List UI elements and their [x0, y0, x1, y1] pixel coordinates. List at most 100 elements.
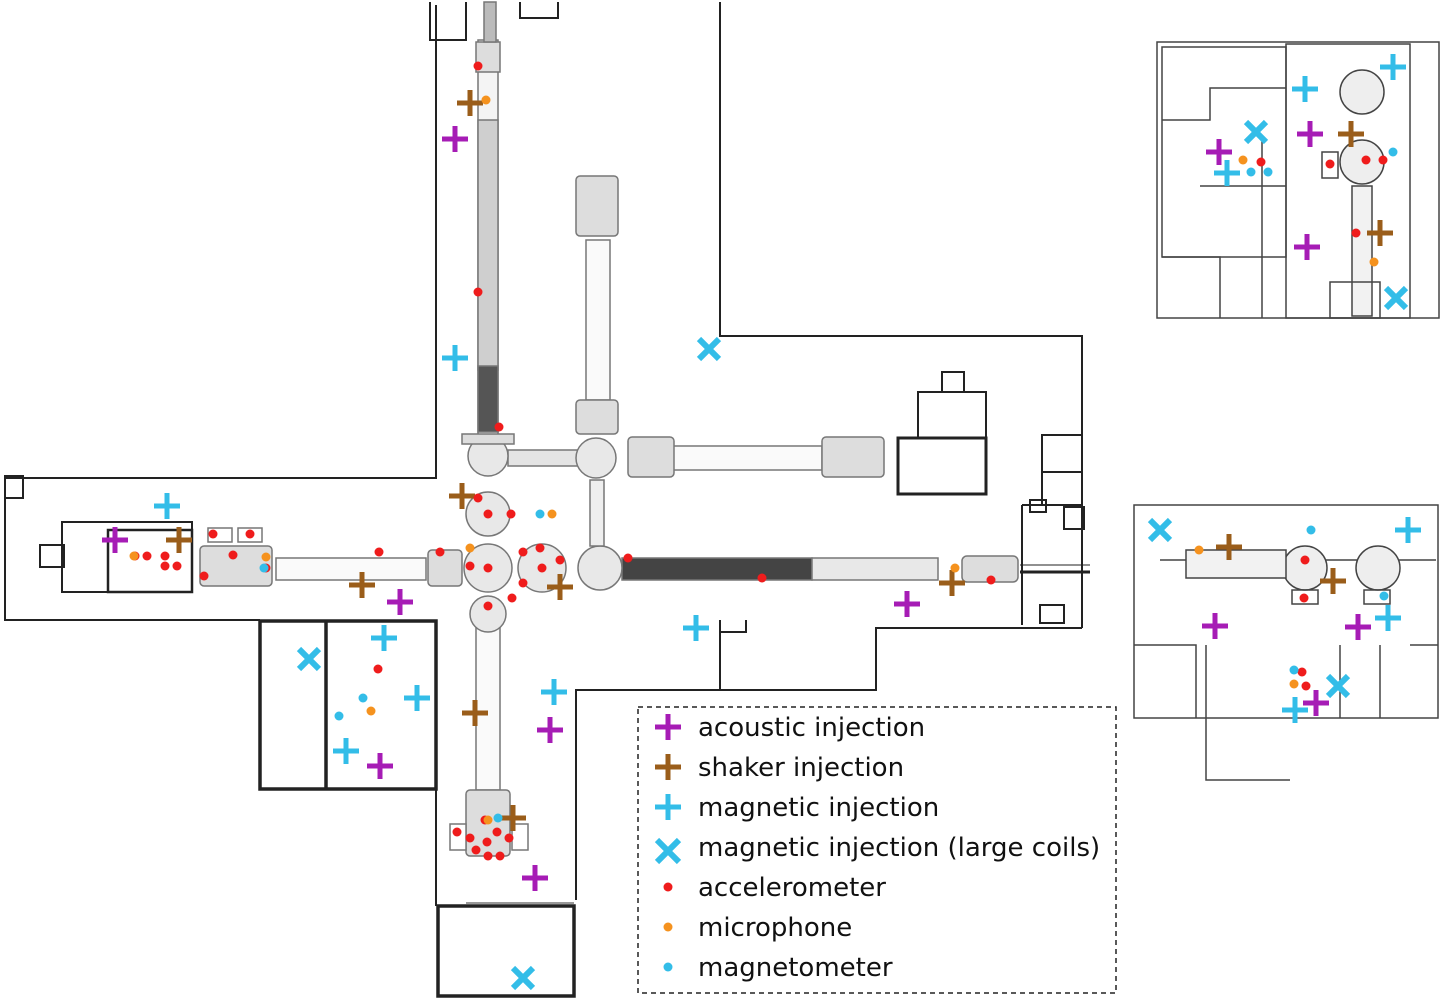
microphone-marker: [261, 552, 271, 562]
magnetometer-marker: [1263, 167, 1273, 177]
acoustic-injection-marker: [537, 717, 563, 743]
magnetic-injection-marker: [1395, 517, 1421, 543]
acoustic-injection-marker: [1294, 234, 1320, 260]
shaker-injection-marker: [939, 570, 965, 596]
accelerometer-marker: [623, 553, 633, 563]
magnetic-injection-marker: [442, 345, 468, 371]
legend-dot-icon: [663, 882, 673, 892]
large-coil-magnetic-injection-marker: [1383, 285, 1409, 311]
accelerometer-marker: [507, 593, 517, 603]
accelerometer-marker: [518, 578, 528, 588]
microphone-marker: [465, 543, 475, 553]
accelerometer-marker: [473, 61, 483, 71]
magnetic-injection-marker: [1375, 605, 1401, 631]
legend-x-icon: [654, 837, 682, 865]
acoustic-injection-marker: [387, 589, 413, 615]
shaker-injection-marker: [462, 700, 488, 726]
accelerometer-marker: [1301, 681, 1311, 691]
accelerometer-marker: [495, 851, 505, 861]
accelerometer-marker: [471, 845, 481, 855]
accelerometer-marker: [1297, 667, 1307, 677]
large-coil-magnetic-injection-marker: [1243, 119, 1269, 145]
acoustic-injection-marker: [102, 527, 128, 553]
inset-map-mid-right: [1133, 504, 1439, 781]
shaker-injection-marker: [1320, 568, 1346, 594]
vacuum-system: [199, 1, 1019, 857]
legend-label: magnetic injection: [698, 793, 939, 823]
accelerometer-marker: [465, 833, 475, 843]
shaker-injection-marker: [1216, 534, 1242, 560]
legend-label: magnetometer: [698, 953, 893, 983]
legend-dot-icon: [663, 922, 673, 932]
magnetometer-marker: [358, 693, 368, 703]
accelerometer-marker: [1361, 155, 1371, 165]
accelerometer-marker: [518, 547, 528, 557]
large-coil-magnetic-injection-marker: [696, 336, 722, 362]
acoustic-injection-marker: [1202, 613, 1228, 639]
microphone-marker: [483, 815, 493, 825]
shaker-injection-marker: [166, 527, 192, 553]
sensor-markers: [102, 54, 1421, 991]
acoustic-injection-marker: [442, 126, 468, 152]
microphone-marker: [1289, 679, 1299, 689]
acoustic-injection-marker: [1345, 614, 1371, 640]
magnetic-injection-marker: [1214, 160, 1240, 186]
accelerometer-marker: [374, 547, 384, 557]
accelerometer-marker: [757, 573, 767, 583]
acoustic-injection-marker: [894, 591, 920, 617]
magnetometer-marker: [535, 509, 545, 519]
magnetometer-marker: [1306, 525, 1316, 535]
accelerometer-marker: [1256, 157, 1266, 167]
legend: acoustic injection shaker injection magnet…: [637, 706, 1117, 994]
accelerometer-marker: [483, 851, 493, 861]
accelerometer-marker: [1325, 159, 1335, 169]
shaker-injection-marker: [349, 572, 375, 598]
legend-box: [637, 706, 1117, 994]
accelerometer-marker: [504, 833, 514, 843]
legend-item: magnetometer: [663, 953, 893, 983]
accelerometer-marker: [482, 837, 492, 847]
legend-item: microphone: [663, 913, 852, 943]
microphone-marker: [547, 509, 557, 519]
shaker-injection-marker: [1367, 220, 1393, 246]
accelerometer-marker: [537, 563, 547, 573]
shaker-injection-marker: [547, 574, 573, 600]
accelerometer-marker: [245, 529, 255, 539]
large-coil-magnetic-injection-marker: [1325, 673, 1351, 699]
magnetic-injection-marker: [333, 738, 359, 764]
accelerometer-marker: [435, 547, 445, 557]
rooms: [39, 371, 1090, 624]
microphone-marker: [366, 706, 376, 716]
acoustic-injection-marker: [522, 865, 548, 891]
accelerometer-marker: [492, 827, 502, 837]
acoustic-injection-marker: [1297, 121, 1323, 147]
magnetic-injection-marker: [154, 493, 180, 519]
magnetometer-marker: [1289, 665, 1299, 675]
acoustic-injection-marker: [1303, 690, 1329, 716]
accelerometer-marker: [494, 422, 504, 432]
legend-plus-icon: [655, 794, 681, 820]
magnetic-injection-marker: [541, 679, 567, 705]
legend-item: acoustic injection: [655, 713, 925, 743]
legend-label: magnetic injection (large coils): [698, 833, 1100, 863]
shaker-injection-marker: [449, 483, 475, 509]
accelerometer-marker: [373, 664, 383, 674]
acoustic-injection-marker: [367, 753, 393, 779]
microphone-marker: [1238, 155, 1248, 165]
accelerometer-marker: [483, 563, 493, 573]
accelerometer-marker: [473, 493, 483, 503]
magnetic-injection-marker: [371, 625, 397, 651]
accelerometer-marker: [506, 509, 516, 519]
legend-item: shaker injection: [655, 753, 904, 783]
legend-dot-icon: [663, 962, 673, 972]
accelerometer-marker: [1351, 228, 1361, 238]
magnetometer-marker: [259, 563, 269, 573]
accelerometer-marker: [199, 571, 209, 581]
legend-item: magnetic injection (large coils): [654, 833, 1100, 865]
accelerometer-marker: [452, 827, 462, 837]
legend-item: magnetic injection: [655, 793, 939, 823]
magnetometer-marker: [1388, 147, 1398, 157]
legend-plus-icon: [655, 714, 681, 740]
microphone-marker: [481, 95, 491, 105]
